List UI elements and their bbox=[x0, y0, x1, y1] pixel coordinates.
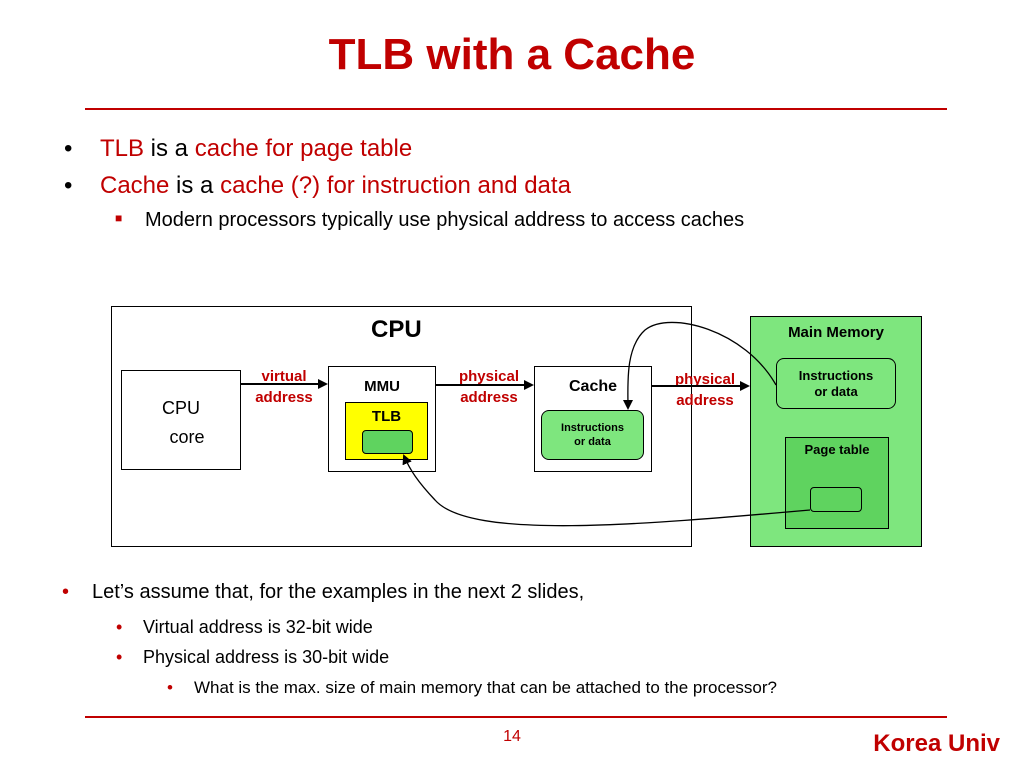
physical-address-1-line1: physical bbox=[458, 368, 520, 385]
sub-bullet-text: Modern processors typically use physical… bbox=[145, 209, 745, 231]
bullet-dot: • bbox=[116, 617, 123, 637]
physical-address-2-line2: address bbox=[676, 392, 734, 409]
tlb-entry bbox=[362, 430, 413, 454]
footer-divider bbox=[85, 716, 947, 718]
bullet-assumption: • Let’s assume that, for the examples in… bbox=[62, 581, 585, 604]
cpu-label: CPU bbox=[371, 316, 422, 343]
bullet-assumption-text: Let’s assume that, for the examples in t… bbox=[92, 581, 585, 603]
cache-block-line1: Instructions bbox=[561, 422, 624, 434]
bullet-max-memory-text: What is the max. size of main memory tha… bbox=[194, 678, 777, 697]
page-table-box bbox=[785, 437, 889, 529]
korea-univ-logo: Korea Univ bbox=[873, 730, 1000, 757]
cache-label: Cache bbox=[568, 378, 618, 395]
bullet-max-memory-question: • What is the max. size of main memory t… bbox=[167, 678, 777, 698]
virtual-address-label: virtual address bbox=[244, 366, 324, 408]
title-divider bbox=[85, 108, 947, 110]
physical-address-2-line1: physical bbox=[674, 371, 736, 388]
bullet-tlb-mid: is a bbox=[144, 135, 195, 162]
tlb-label: TLB bbox=[371, 408, 402, 425]
page-table-label: Page table bbox=[804, 442, 870, 457]
bullet-cache: • Cache is a cache (?) for instruction a… bbox=[64, 172, 571, 200]
bullet-dot: • bbox=[116, 647, 123, 667]
virtual-address-line1: virtual bbox=[261, 368, 307, 385]
square-bullet: ■ bbox=[115, 211, 123, 225]
page-table-to-tlb-curve bbox=[402, 454, 811, 527]
physical-address-1-line2: address bbox=[460, 389, 518, 406]
bullet-cache-term: Cache bbox=[100, 172, 170, 199]
bullet-cache-def: cache (?) for instruction and data bbox=[220, 172, 571, 199]
bullet-dot: • bbox=[167, 678, 173, 697]
physical-address-label-2: physical address bbox=[662, 369, 748, 411]
bullet-dot: • bbox=[64, 172, 73, 199]
bullet-dot: • bbox=[62, 581, 70, 603]
bullet-cache-mid: is a bbox=[169, 172, 221, 199]
main-memory-label: Main Memory bbox=[788, 324, 884, 341]
virtual-address-line2: address bbox=[255, 389, 313, 406]
bullet-physical-width-text: Physical address is 30-bit wide bbox=[143, 647, 390, 667]
sub-bullet-physical-cache: ■ Modern processors typically use physic… bbox=[115, 209, 745, 232]
page-number: 14 bbox=[503, 728, 521, 745]
bullet-tlb-term: TLB bbox=[100, 135, 145, 162]
bullet-tlb: • TLB is a cache for page table bbox=[64, 135, 413, 163]
memory-to-cache-curve bbox=[622, 321, 777, 410]
bullet-dot: • bbox=[64, 135, 73, 162]
cache-instructions-block: Instructions or data bbox=[541, 410, 644, 460]
cpu-core-label-line1: CPU bbox=[161, 398, 200, 418]
memory-block-line1: Instructions bbox=[798, 368, 874, 383]
bullet-virtual-width: • Virtual address is 32-bit wide bbox=[116, 617, 373, 638]
bullet-virtual-width-text: Virtual address is 32-bit wide bbox=[143, 617, 373, 637]
slide-title: TLB with a Cache bbox=[328, 30, 696, 79]
cache-block-line2: or data bbox=[574, 436, 611, 448]
memory-block-line2: or data bbox=[814, 384, 858, 399]
bullet-physical-width: • Physical address is 30-bit wide bbox=[116, 647, 390, 668]
bullet-tlb-def: cache for page table bbox=[194, 135, 413, 162]
physical-address-label-1: physical address bbox=[446, 366, 532, 408]
memory-instructions-block: Instructions or data bbox=[776, 358, 896, 409]
mmu-label: MMU bbox=[364, 378, 400, 395]
cpu-core-box bbox=[121, 370, 241, 470]
page-table-entry bbox=[810, 487, 862, 512]
cpu-core-label-line2: core bbox=[169, 427, 205, 447]
